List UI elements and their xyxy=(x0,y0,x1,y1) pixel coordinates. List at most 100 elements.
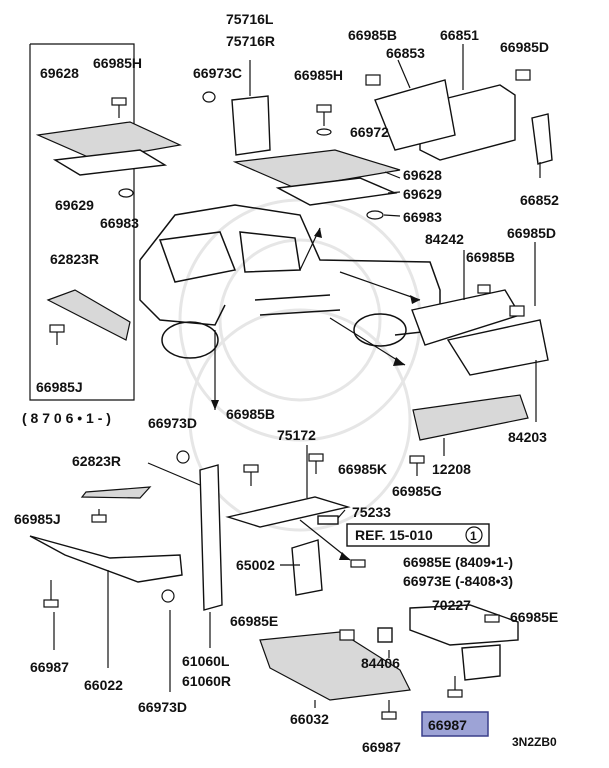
label-66985d-mid: 66985D xyxy=(507,225,556,241)
plate-75172 xyxy=(225,496,351,528)
ref-number: 1 xyxy=(470,529,477,543)
pad-75233 xyxy=(317,515,339,525)
plate-75716 xyxy=(231,95,271,156)
bolt-66985j-inset xyxy=(49,324,65,345)
label-66987-l: 66987 xyxy=(30,659,69,675)
part-shapes xyxy=(29,79,553,701)
label-66985k: 66985K xyxy=(338,461,387,477)
bolt-66985d-mid xyxy=(509,305,525,317)
bolt-66973c xyxy=(202,91,216,103)
label-69628: 69628 xyxy=(403,167,442,183)
label-62823r-inset: 62823R xyxy=(50,251,99,267)
label-66973e: 66973E (-8408•3) xyxy=(403,573,513,589)
label-66985g: 66985G xyxy=(392,483,442,499)
label-12208: 12208 xyxy=(432,461,471,477)
ref-box[interactable]: REF. 15-010 1 xyxy=(346,523,490,547)
bolt-66973d-top xyxy=(176,450,190,464)
label-66985b-top: 66985B xyxy=(348,27,397,43)
bolt-66987-r xyxy=(447,676,463,698)
label-75716l: 75716L xyxy=(226,11,274,27)
label-62823r: 62823R xyxy=(72,453,121,469)
label-66985e-b: 66985E xyxy=(510,609,558,625)
label-84406: 84406 xyxy=(361,655,400,671)
label-66853: 66853 xyxy=(386,45,425,61)
bracket-66852 xyxy=(531,113,553,165)
label-61060r: 61060R xyxy=(182,673,231,689)
bracket-tank xyxy=(446,319,549,376)
label-75716r: 75716R xyxy=(226,33,275,49)
part-labels: 75716L 75716R 66985B 66851 66853 66985D … xyxy=(14,11,559,755)
panel-69629-inset xyxy=(52,149,168,176)
cover-62823r-inset xyxy=(46,289,131,341)
label-75172: 75172 xyxy=(277,427,316,443)
label-66851: 66851 xyxy=(440,27,479,43)
clip-84406 xyxy=(377,627,393,643)
bolts xyxy=(43,69,531,720)
label-66985h-inset: 66985H xyxy=(93,55,142,71)
bolt-66985k xyxy=(308,453,324,474)
label-66985d-top: 66985D xyxy=(500,39,549,55)
label-66983: 66983 xyxy=(403,209,442,225)
label-84242: 84242 xyxy=(425,231,464,247)
panel-69628 xyxy=(232,149,401,189)
bolt-66985b-top xyxy=(365,74,381,86)
label-66985e-a: 66985E (8409•1-) xyxy=(403,554,513,570)
bolt-66985b-mid xyxy=(477,284,491,294)
label-66985b-mid: 66985B xyxy=(466,249,515,265)
label-70227: 70227 xyxy=(432,597,471,613)
label-66985e-c: 66985E xyxy=(230,613,278,629)
inset-box-left xyxy=(29,43,135,401)
label-66022: 66022 xyxy=(84,677,123,693)
cover-84203 xyxy=(412,394,529,441)
bolt-66985g xyxy=(409,455,425,476)
bolt-66985h xyxy=(316,104,332,136)
ref-text: REF. 15-010 xyxy=(355,527,433,543)
bolt-66987-l xyxy=(43,580,59,608)
diagram-code: 3N2ZB0 xyxy=(512,735,557,749)
label-leaders xyxy=(53,44,541,708)
cover-66022 xyxy=(29,535,183,583)
leader-arrows xyxy=(211,227,421,561)
bolt-66985j xyxy=(91,509,107,523)
bolt-66985h-inset xyxy=(111,97,127,118)
label-75233: 75233 xyxy=(352,504,391,520)
bolt-66973d-bot xyxy=(161,589,175,603)
highlight-66987[interactable]: 66987 xyxy=(421,711,489,737)
highlight-box xyxy=(421,711,489,737)
label-66973d-bot: 66973D xyxy=(138,699,187,715)
label-range: ( 8 7 0 6 • 1 - ) xyxy=(22,410,111,426)
label-84203: 84203 xyxy=(508,429,547,445)
pillar-61060 xyxy=(199,464,223,611)
clip-66983 xyxy=(366,210,384,220)
label-66983-inset: 66983 xyxy=(100,215,139,231)
label-66985j-inset: 66985J xyxy=(36,379,83,395)
clip-66983-inset xyxy=(118,188,134,198)
label-66987-b: 66987 xyxy=(362,739,401,755)
label-69629: 69629 xyxy=(403,186,442,202)
label-66032: 66032 xyxy=(290,711,329,727)
label-66985j: 66985J xyxy=(14,511,61,527)
cover-62823r xyxy=(80,486,152,499)
highlight-label: 66987 xyxy=(428,717,467,733)
frame-66853 xyxy=(374,79,456,151)
label-66972: 66972 xyxy=(350,124,389,140)
label-66985h: 66985H xyxy=(294,67,343,83)
label-61060l: 61060L xyxy=(182,653,230,669)
mount-70227 xyxy=(461,644,501,681)
label-66973c: 66973C xyxy=(193,65,242,81)
label-69629-inset: 69629 xyxy=(55,197,94,213)
bracket-65002 xyxy=(291,539,323,596)
bolt-66985b-low xyxy=(243,464,259,486)
bolt-66985e-b xyxy=(484,614,500,623)
panel-69628-inset xyxy=(35,121,182,161)
bolt-66987-b xyxy=(381,700,397,720)
label-66973d-top: 66973D xyxy=(148,415,197,431)
bolt-66985e-c xyxy=(339,629,355,641)
label-65002: 65002 xyxy=(236,557,275,573)
bolt-66985d-top xyxy=(515,69,531,81)
label-69628-inset: 69628 xyxy=(40,65,79,81)
label-66852: 66852 xyxy=(520,192,559,208)
label-66985b-low: 66985B xyxy=(226,406,275,422)
bolt-66985e-a xyxy=(350,559,366,568)
